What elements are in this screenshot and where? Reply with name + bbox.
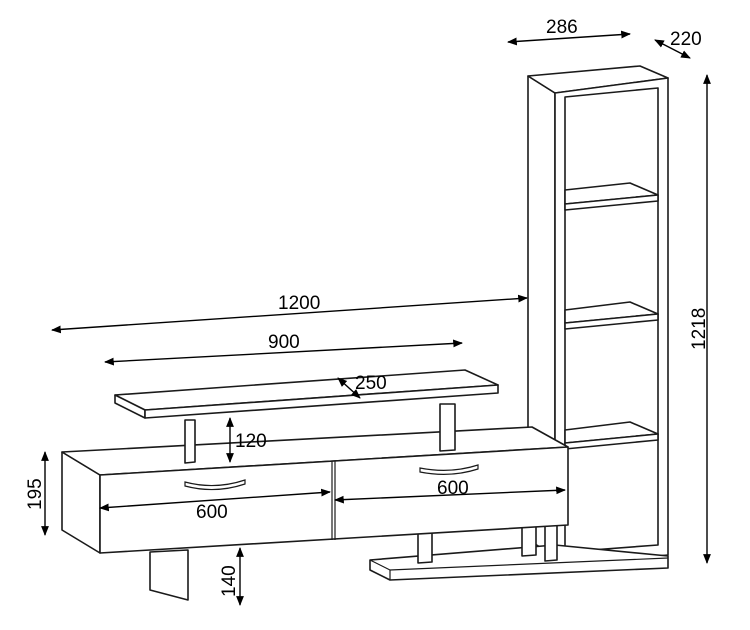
- drawer-handle-right: [419, 464, 479, 475]
- label-shelf-gap: 120: [235, 431, 267, 452]
- left-leg: [149, 549, 189, 601]
- drawer-handle-left: [184, 479, 246, 491]
- dimension-lines: [41, 30, 711, 606]
- base-plinth: [369, 519, 669, 581]
- label-tower-depth: 220: [670, 29, 702, 50]
- label-leg-height: 140: [219, 565, 240, 597]
- label-drawer-left-width: 600: [196, 502, 228, 523]
- label-body-height: 195: [25, 478, 46, 510]
- label-tower-width: 286: [546, 17, 578, 38]
- label-top-shelf-width: 900: [268, 332, 300, 353]
- label-drawer-right-width: 600: [437, 478, 469, 499]
- label-total-width: 1200: [278, 293, 320, 314]
- label-top-shelf-depth: 250: [355, 373, 387, 394]
- label-tower-height: 1218: [689, 308, 710, 350]
- tv-unit-body: [61, 426, 569, 554]
